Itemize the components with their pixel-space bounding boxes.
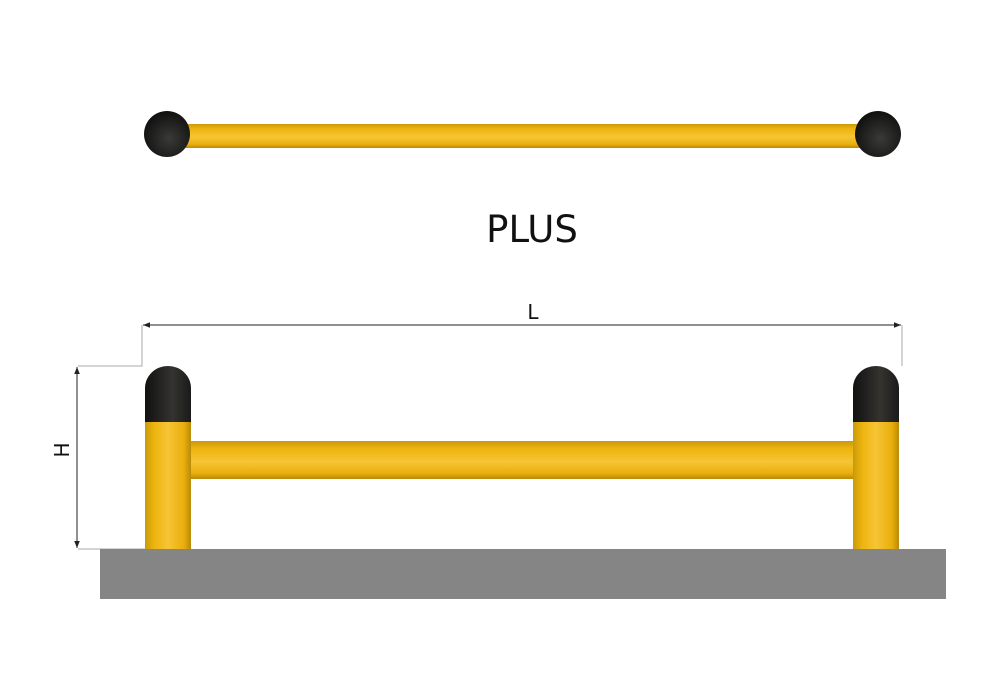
height-label: H — [50, 442, 74, 457]
post-left — [145, 366, 191, 550]
top-view-rail — [168, 124, 880, 148]
height-dimension: H — [50, 367, 145, 550]
ground — [100, 549, 946, 599]
top-view-post-right — [855, 111, 901, 157]
side-view — [100, 366, 946, 599]
top-view-post-left — [144, 111, 190, 157]
horizontal-rail — [190, 441, 854, 479]
product-title: PLUS — [486, 208, 578, 251]
length-label: L — [527, 300, 539, 324]
post-cap-left — [145, 366, 191, 422]
top-view — [144, 111, 901, 157]
post-right — [853, 366, 899, 550]
length-dimension: L — [78, 300, 903, 367]
post-cap-right — [853, 366, 899, 422]
